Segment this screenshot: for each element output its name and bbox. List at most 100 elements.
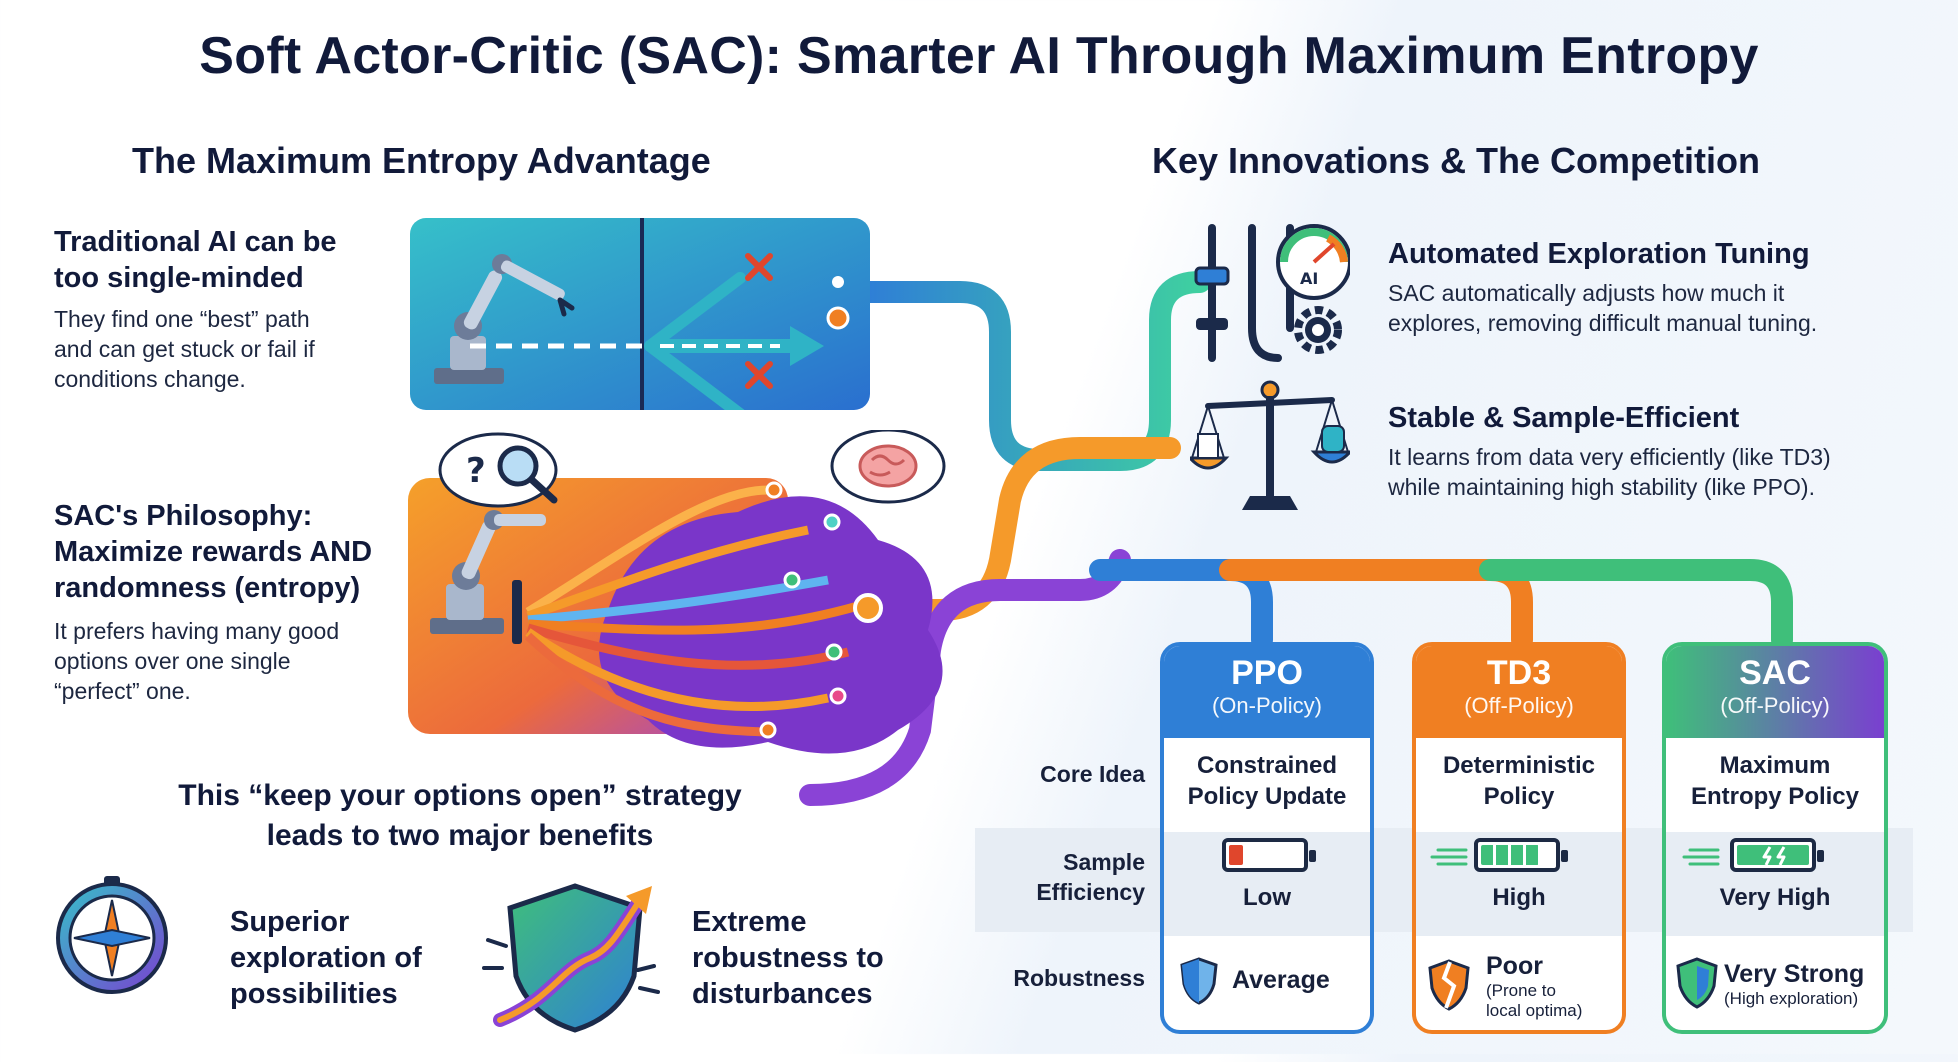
core-idea-line1: Constrained [1196, 752, 1337, 779]
core-idea-cell: Constrained Policy Update [1164, 750, 1370, 812]
philosophy-body-line3: “perfect” one. [54, 678, 191, 704]
row-label-sample-2: Efficiency [1036, 879, 1145, 905]
robustness-cell: Poor (Prone to local optima) [1416, 946, 1622, 1030]
fail-x-icon [745, 253, 773, 389]
robustness-note-1: (High exploration) [1724, 989, 1859, 1008]
row-label-robustness: Robustness [1013, 965, 1145, 991]
benefit-exploration: Superior exploration of possibilities [230, 904, 422, 1012]
brain-bubble-icon [830, 430, 946, 504]
page-title: Soft Actor-Critic (SAC): Smarter AI Thro… [199, 27, 1759, 85]
row-label-core-idea: Core Idea [1040, 761, 1145, 787]
gauge-label: AI [1300, 269, 1318, 288]
algorithm-type: (Off-Policy) [1720, 693, 1830, 718]
robot-arm-icon-2 [430, 510, 546, 644]
column-header-td3: TD3 (Off-Policy) [1416, 646, 1622, 738]
speed-lines-icon [1430, 848, 1468, 866]
single-path-illustration [410, 218, 870, 410]
battery-icon [1222, 838, 1316, 872]
tuning-gauge-icon: AI [1194, 224, 1350, 362]
robustness-cell: Very Strong (High exploration) [1666, 946, 1884, 1030]
sac-philosophy-block: SAC's Philosophy: Maximize rewards AND r… [54, 498, 372, 706]
robustness-value: Very Strong [1724, 960, 1865, 988]
algorithm-name: TD3 [1486, 654, 1552, 692]
robustness-note-1: (Prone to [1486, 981, 1556, 1000]
row-label-sample-1: Sample [1063, 849, 1145, 875]
innovation-1-body-line1: SAC automatically adjusts how much it [1388, 280, 1785, 306]
compass-icon [56, 876, 168, 994]
philosophy-body-line2: options over one single [54, 648, 291, 674]
traditional-body-line1: They find one “best” path [54, 306, 310, 332]
left-section-heading: The Maximum Entropy Advantage [132, 140, 711, 181]
core-idea-cell: Deterministic Policy [1416, 750, 1622, 812]
algorithm-type: (On-Policy) [1211, 693, 1322, 718]
algorithm-type: (Off-Policy) [1464, 693, 1574, 718]
traditional-heading-line2: too single-minded [54, 262, 304, 294]
strategy-line2: leads to two major benefits [266, 819, 654, 852]
shield-arrow-icon [482, 883, 660, 1033]
column-ppo: PPO (On-Policy) Constrained Policy Updat… [1160, 642, 1374, 1034]
philosophy-heading-line3: randomness (entropy) [54, 572, 361, 604]
traditional-ai-block: Traditional AI can be too single-minded … [54, 224, 337, 394]
strong-shield-icon [1676, 957, 1718, 1009]
row-labels: Core Idea Sample Efficiency Robustness [975, 742, 1145, 1062]
algorithm-name: PPO [1231, 654, 1303, 692]
innovation-auto-tuning: Automated Exploration Tuning SAC automat… [1388, 236, 1817, 338]
benefit-2-line3: disturbances [692, 978, 873, 1010]
innovation-2-body-line1: It learns from data very efficiently (li… [1388, 444, 1831, 470]
robustness-value: Average [1232, 966, 1330, 994]
traditional-body-line2: and can get stuck or fail if [54, 336, 315, 362]
lightning-icon [1762, 846, 1786, 866]
benefit-2-line1: Extreme [692, 906, 807, 938]
strategy-statement: This “keep your options open” strategy l… [110, 776, 810, 856]
broken-shield-icon [1428, 959, 1470, 1011]
balance-scale-icon [1190, 380, 1350, 510]
robot-arm-icon [434, 254, 575, 384]
innovation-2-body-line2: while maintaining high stability (like P… [1388, 474, 1815, 500]
efficiency-value: Low [1243, 884, 1291, 911]
core-idea-line1: Maximum [1719, 752, 1831, 779]
battery-icon [1730, 838, 1824, 872]
robustness-cell: Average [1164, 946, 1370, 1030]
question-search-bubble-icon: ? [438, 432, 558, 508]
gear-icon [1294, 306, 1342, 354]
benefit-robustness: Extreme robustness to disturbances [692, 904, 884, 1012]
benefit-1-line3: possibilities [230, 978, 398, 1010]
core-idea-cell: Maximum Entropy Policy [1666, 750, 1884, 812]
philosophy-body-line1: It prefers having many good [54, 618, 340, 644]
robustness-text: Poor (Prone to local optima) [1486, 952, 1582, 1021]
benefit-2-line2: robustness to [692, 942, 884, 974]
many-paths-illustration: ? [408, 430, 946, 754]
core-idea-line2: Policy Update [1187, 783, 1347, 810]
right-section-heading: Key Innovations & The Competition [1152, 140, 1761, 181]
traditional-body-line3: conditions change. [54, 366, 246, 392]
algorithm-name: SAC [1739, 654, 1811, 692]
efficiency-value: High [1492, 884, 1546, 911]
robustness-note-2: local optima) [1486, 1001, 1583, 1020]
strategy-line1: This “keep your options open” strategy [178, 779, 742, 812]
column-td3: TD3 (Off-Policy) Deterministic Policy Hi… [1412, 642, 1626, 1034]
innovation-stable-efficient: Stable & Sample-Efficient It learns from… [1388, 400, 1831, 502]
core-idea-line1: Deterministic [1442, 752, 1596, 779]
innovation-1-heading: Automated Exploration Tuning [1388, 238, 1810, 270]
battery-icon [1474, 838, 1568, 872]
svg-text:?: ? [466, 451, 486, 491]
efficiency-cell: High [1416, 832, 1622, 936]
innovation-2-heading: Stable & Sample-Efficient [1388, 402, 1740, 434]
core-idea-line2: Policy [1483, 783, 1555, 810]
philosophy-heading-line2: Maximize rewards AND [54, 536, 373, 568]
efficiency-cell: Very High [1666, 832, 1884, 936]
column-header-sac: SAC (Off-Policy) [1666, 646, 1884, 738]
benefit-1-line2: exploration of [230, 942, 422, 974]
traditional-heading-line1: Traditional AI can be [54, 226, 337, 258]
robustness-value: Poor [1486, 952, 1543, 980]
innovation-1-body-line2: explores, removing difficult manual tuni… [1388, 310, 1818, 336]
goal-dot-icon [826, 306, 850, 330]
column-sac: SAC (Off-Policy) Maximum Entropy Policy … [1662, 642, 1888, 1034]
efficiency-cell: Low [1164, 832, 1370, 936]
efficiency-value: Very High [1719, 884, 1831, 911]
speed-lines-icon [1682, 848, 1720, 866]
column-header-ppo: PPO (On-Policy) [1164, 646, 1370, 738]
robustness-text: Very Strong (High exploration) [1724, 960, 1864, 1009]
shield-icon [1180, 957, 1218, 1005]
